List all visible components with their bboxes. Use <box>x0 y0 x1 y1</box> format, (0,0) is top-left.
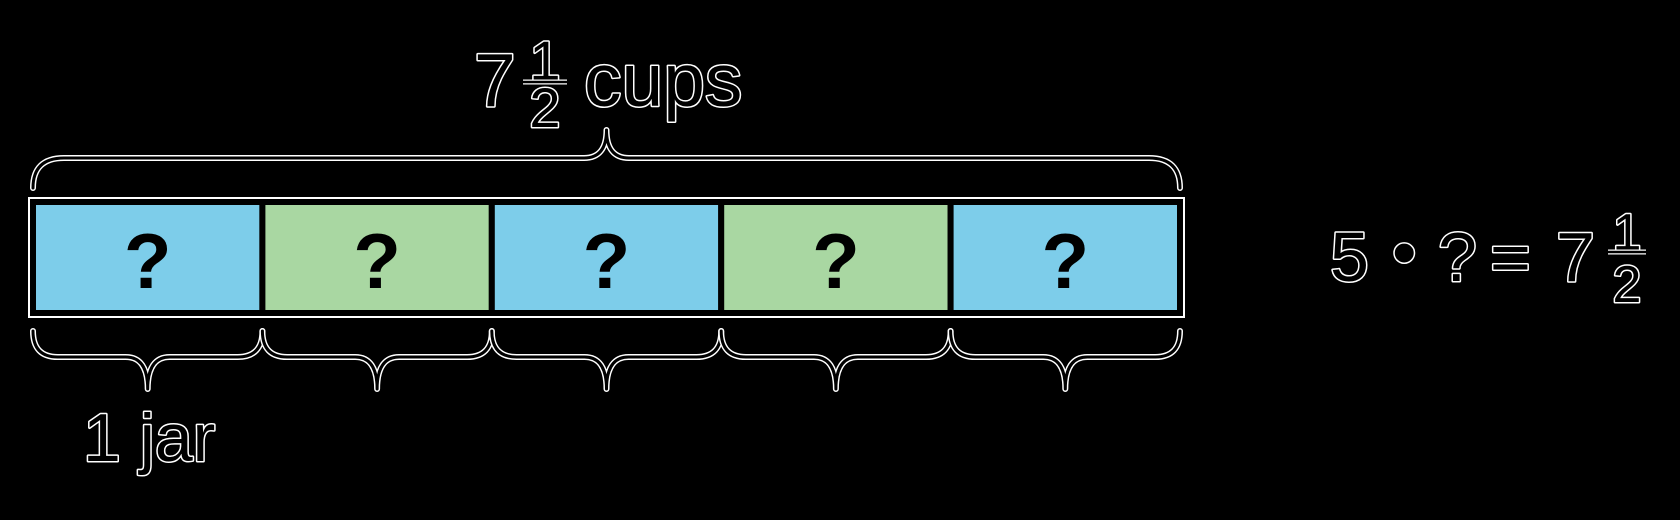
unit-brace-5 <box>951 331 1180 389</box>
segment-value-3: ? <box>583 217 631 305</box>
multiplication-dot-icon: • <box>1392 213 1417 291</box>
equation-result-fraction: 1 2 <box>1608 203 1646 316</box>
total-brace <box>30 127 1183 191</box>
equation: 5 • ? = 7 1 2 <box>1329 203 1646 316</box>
segment-value-5: ? <box>1041 217 1089 305</box>
equation-unknown: ? <box>1438 218 1477 296</box>
equation-equals-sign: = <box>1490 218 1531 296</box>
tape-row: ? ? ? ? ? <box>28 197 1185 318</box>
unit-brace-1 <box>33 331 262 389</box>
equation-factor: 5 <box>1330 218 1369 296</box>
unit-bracket-label: 1 jar <box>83 400 215 476</box>
equation-result-whole: 7 <box>1556 218 1595 296</box>
segment-value-1: ? <box>124 217 172 305</box>
tape-segment-4 <box>718 199 954 316</box>
unit-brace-4 <box>721 331 950 389</box>
segment-value-4: ? <box>812 217 860 305</box>
unit-brace-3 <box>492 331 721 389</box>
total-whole-number: 7 <box>474 38 516 122</box>
total-label: 7 1 2 cups <box>473 28 744 141</box>
unit-brace-2 <box>262 331 491 389</box>
total-fraction-denominator: 2 <box>529 76 560 139</box>
total-unit-label: cups <box>584 38 742 122</box>
equation-result-denominator: 2 <box>1613 256 1642 314</box>
tape-segment-5 <box>947 199 1183 316</box>
total-fraction: 1 2 <box>523 28 567 141</box>
segment-value-2: ? <box>353 217 401 305</box>
unit-braces <box>33 331 1180 389</box>
tape-segment-2 <box>259 199 495 316</box>
